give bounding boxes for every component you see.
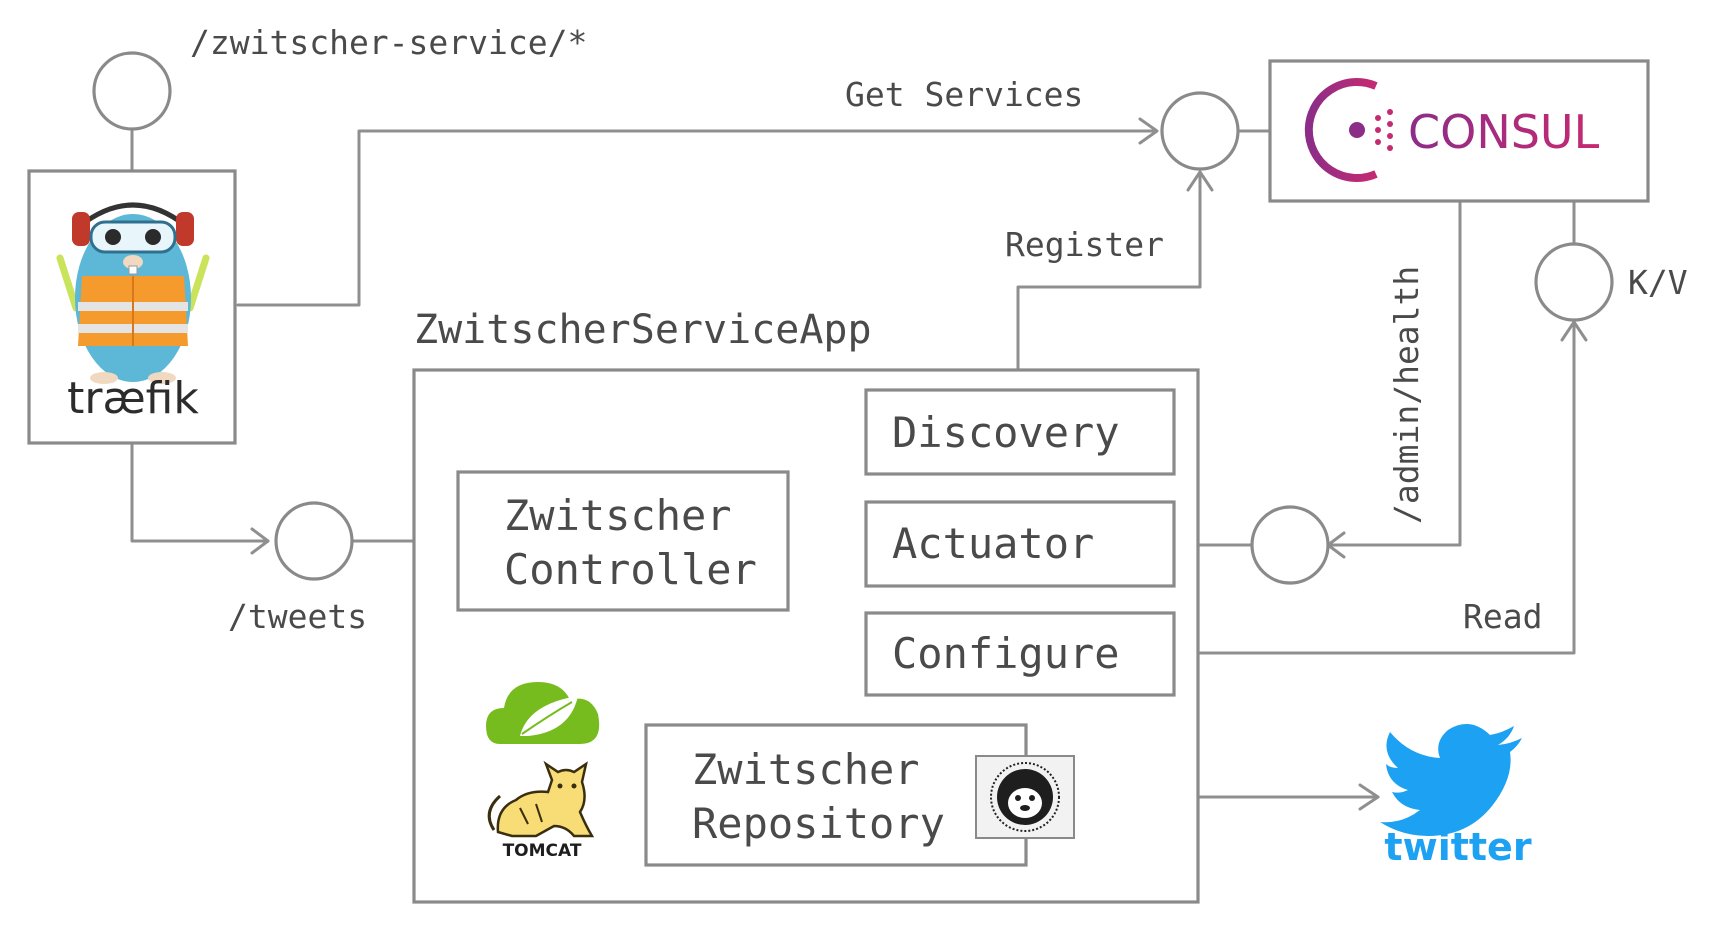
- spring-leaf-icon: [486, 682, 600, 744]
- tweets-port: [274, 501, 354, 581]
- kv-label: K/V: [1628, 263, 1688, 302]
- configure-box: [864, 611, 1176, 697]
- traefik-gopher-icon: [56, 202, 210, 384]
- register-connector: [1016, 170, 1202, 392]
- admin-health-label: /admin/health: [1387, 266, 1426, 524]
- repository-box: [644, 723, 1028, 867]
- actuator-box: [864, 500, 1176, 588]
- twitter-wordmark: twitter: [1384, 825, 1531, 869]
- register-arrowhead: [1186, 170, 1214, 192]
- read-label: Read: [1463, 597, 1542, 636]
- controller-box: [456, 470, 790, 612]
- tweets-label: /tweets: [228, 597, 367, 636]
- configure-label: Configure: [892, 629, 1120, 678]
- repository-label-line1: Zwitscher: [692, 745, 920, 794]
- register-label: Register: [1005, 225, 1164, 264]
- repository-label-line2: Repository: [692, 799, 945, 848]
- read-connector: [1172, 320, 1576, 655]
- tomcat-cat-icon: [487, 760, 595, 838]
- kv-port: [1534, 242, 1614, 322]
- admin-health-port: [1250, 505, 1330, 585]
- app-title: ZwitscherServiceApp: [414, 307, 872, 353]
- admin-health-connector: [1326, 200, 1462, 547]
- consul-logo-icon: [1304, 78, 1393, 182]
- controller-label-line1: Zwitscher: [504, 491, 732, 540]
- zwitscher-route-label: /zwitscher-service/*: [190, 23, 587, 62]
- zwitscher-service-port: [92, 51, 172, 131]
- discovery-box: [864, 388, 1176, 476]
- read-arrowhead: [1560, 320, 1588, 342]
- actuator-label: Actuator: [892, 519, 1094, 568]
- get-services-connector: [236, 129, 1157, 307]
- consul-wordmark: CONSUL: [1408, 105, 1600, 159]
- tomcat-wordmark: TOMCAT: [503, 841, 582, 861]
- hystrix-hedgehog-icon: [975, 755, 1075, 839]
- tweets-arrowhead: [250, 527, 270, 555]
- get-services-label: Get Services: [845, 75, 1083, 114]
- consul-service-port: [1160, 91, 1240, 171]
- twitter-bird-icon: [1380, 724, 1522, 836]
- discovery-label: Discovery: [892, 408, 1120, 457]
- traefik-wordmark: træfik: [67, 373, 199, 424]
- controller-label-line2: Controller: [504, 545, 757, 594]
- repository-twitter-arrowhead: [1358, 783, 1380, 811]
- tweets-connector: [130, 442, 270, 543]
- get-services-arrowhead: [1138, 117, 1159, 145]
